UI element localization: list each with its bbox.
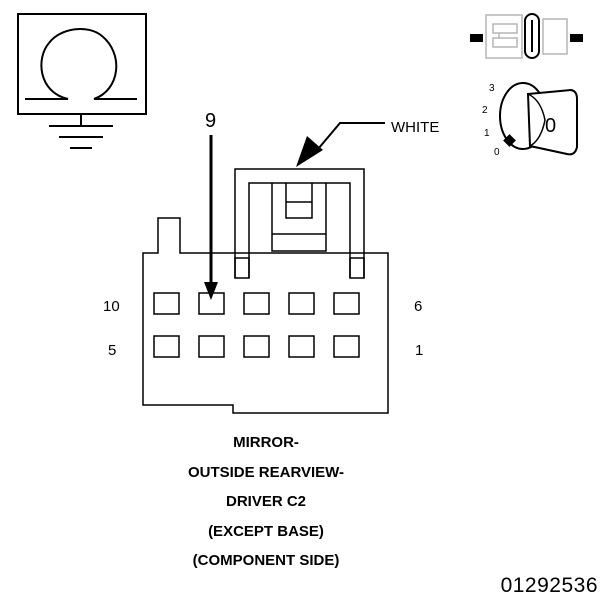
omega-ground-icon [25,28,137,149]
color-callout-leader [312,122,385,156]
connector-caption: MIRROR- OUTSIDE REARVIEW- DRIVER C2 (EXC… [103,428,429,576]
pin-callout: 9 [204,110,218,300]
cavity-pin-7 [288,292,315,315]
caption-line-1: MIRROR- [233,434,299,451]
cavity-pin-1 [333,335,360,358]
connector-housing [142,217,389,414]
ignition-key-label: 0 [545,115,556,137]
caption-line-2: OUTSIDE REARVIEW- [187,463,345,481]
pin-label-bottom-right: 1 [415,342,423,359]
ignition-position-3: 3 [489,83,495,94]
lock-color-label: WHITE [391,119,439,136]
cavity-pin-8 [243,292,270,315]
ignition-key-icon: 3 2 1 0 0 [482,82,578,158]
ignition-position-2: 2 [482,105,488,116]
cavity-pin-5 [153,335,180,358]
ground-symbol [17,13,147,149]
pin-label-bottom-left: 5 [108,342,116,359]
locking-tab [234,168,365,279]
pin-cavities [153,292,360,358]
caption-line-5: (COMPONENT SIDE) [192,552,340,569]
caption-line-4: (EXCEPT BASE) [208,522,324,540]
pin-label-top-left: 10 [103,298,120,315]
inline-connector-icon [470,13,583,59]
cavity-pin-4 [198,335,225,358]
cavity-pin-3 [243,335,270,358]
cavity-pin-2 [288,335,315,358]
pin-label-top-right: 6 [414,298,422,315]
cavity-pin-10 [153,292,180,315]
figure-id: 01292536 [500,574,598,597]
ignition-position-1: 1 [484,128,490,139]
color-callout: WHITE [296,119,439,167]
caption-line-3: DRIVER C2 [225,493,307,510]
pin-callout-number: 9 [205,110,216,132]
cavity-pin-6 [333,292,360,315]
ignition-position-0: 0 [494,147,500,158]
